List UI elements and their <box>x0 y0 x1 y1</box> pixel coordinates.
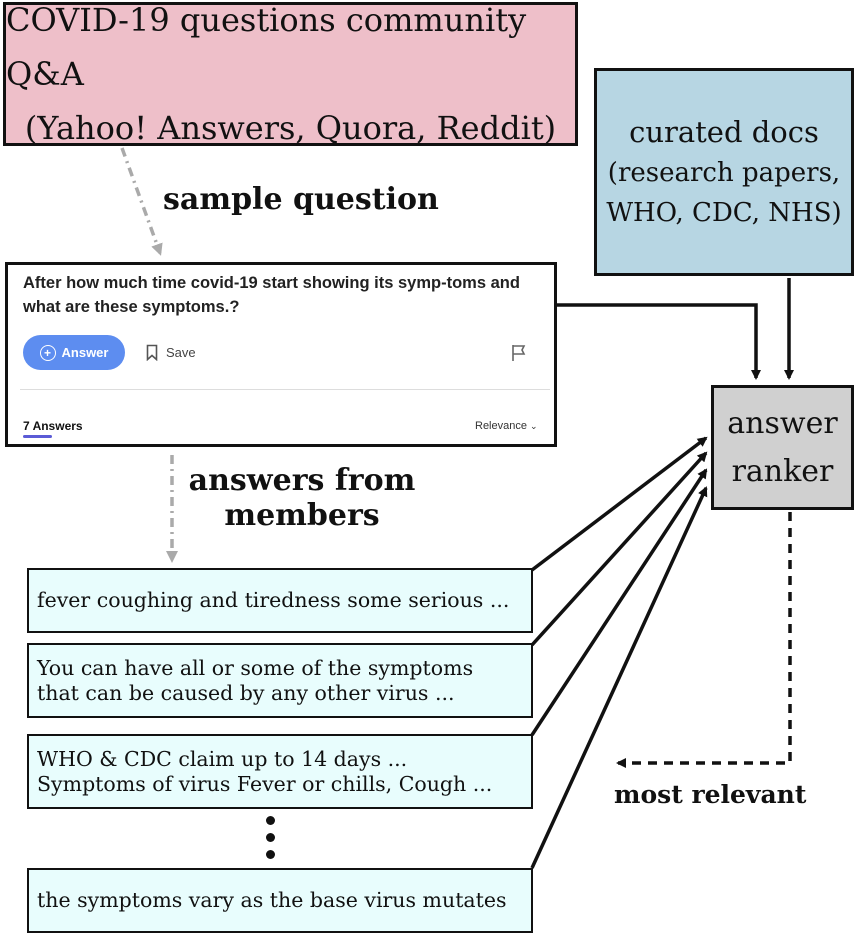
answer-ranker-box: answer ranker <box>711 385 854 510</box>
answer-text: WHO & CDC claim up to 14 days ... <box>37 746 408 771</box>
source-community-qa-box: COVID-19 questions community Q&A (Yahoo!… <box>3 1 578 147</box>
most-relevant-label: most relevant <box>614 780 807 809</box>
docs-box-title: curated docs <box>629 115 819 149</box>
answer-button[interactable]: + Answer <box>23 335 125 370</box>
chevron-down-icon: ⌄ <box>530 421 538 431</box>
arrow-answer2-to-ranker <box>530 451 708 647</box>
answer-text: fever coughing and tiredness some seriou… <box>37 588 510 612</box>
bookmark-icon <box>146 344 158 361</box>
answers-tab-indicator <box>23 435 52 438</box>
card-divider <box>20 389 550 390</box>
save-label: Save <box>166 345 196 360</box>
answer-text: You can have all or some of the symptoms <box>37 655 474 680</box>
arrow-answer1-to-ranker <box>530 436 708 572</box>
answers-count[interactable]: 7 Answers <box>23 419 83 433</box>
answer-text: Symptoms of virus Fever or chills, Cough… <box>37 771 493 796</box>
docs-box-line3: WHO, CDC, NHS) <box>606 198 842 228</box>
ranker-line1: answer <box>727 405 838 441</box>
sort-label: Relevance <box>475 420 527 432</box>
answer-text: the symptoms vary as the base virus muta… <box>37 888 507 912</box>
curated-docs-box: curated docs (research papers, WHO, CDC,… <box>594 68 854 276</box>
arrow-source-to-question <box>120 147 163 256</box>
arrow-ranker-to-output <box>616 512 792 768</box>
save-button[interactable]: Save <box>146 344 196 361</box>
sample-question-label: sample question <box>163 182 439 217</box>
arrow-answer4-to-ranker <box>530 486 708 869</box>
arrow-question-to-ranker <box>557 303 761 380</box>
question-title: After how much time covid-19 start showi… <box>23 274 520 316</box>
flag-icon[interactable] <box>509 343 529 363</box>
answers-from-label-line2: members <box>224 498 380 533</box>
answer-button-label: Answer <box>61 345 109 360</box>
answers-from-label-line1: answers from <box>188 463 416 498</box>
source-box-title: COVID-19 questions community Q&A <box>6 1 527 93</box>
docs-box-line2: (research papers, <box>607 158 841 188</box>
source-box-subtitle: (Yahoo! Answers, Quora, Reddit) <box>24 109 557 147</box>
plus-circle-icon: + <box>39 344 56 361</box>
more-answers-ellipsis <box>266 816 278 867</box>
answers-from-members-label: answers from members <box>180 463 424 533</box>
arrow-answer3-to-ranker <box>530 468 708 736</box>
answer-text: that can be caused by any other virus ..… <box>37 680 455 705</box>
ranker-line2: ranker <box>731 453 834 489</box>
answer-snippet: fever coughing and tiredness some seriou… <box>27 568 533 633</box>
answer-snippet: You can have all or some of the symptoms… <box>27 643 533 718</box>
answer-snippet: the symptoms vary as the base virus muta… <box>27 868 533 933</box>
sort-dropdown[interactable]: Relevance ⌄ <box>475 420 538 432</box>
answer-snippet: WHO & CDC claim up to 14 days ... Sympto… <box>27 734 533 809</box>
question-card: After how much time covid-19 start showi… <box>5 262 557 447</box>
